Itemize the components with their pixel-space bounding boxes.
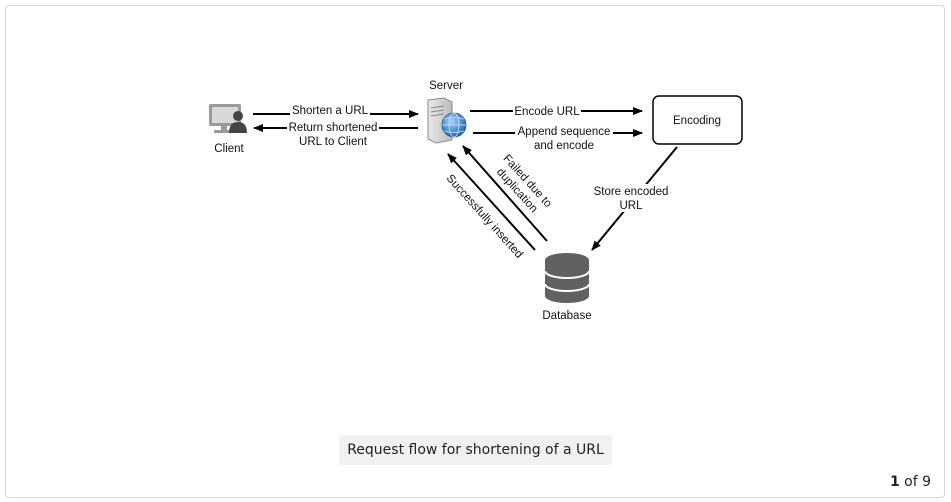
server-label: Server — [429, 80, 463, 92]
encode-url-label: Encode URL — [514, 106, 580, 118]
pager-total: of 9 — [904, 474, 931, 490]
shorten-url-label: Shorten a URL — [292, 105, 369, 117]
slide-frame — [5, 5, 945, 498]
append-sequence-label-line1: Append sequence — [518, 126, 611, 138]
pager-current: 1 — [889, 474, 900, 490]
database-icon — [544, 253, 590, 303]
client-icon — [209, 104, 247, 133]
failed-duplication-arrow — [462, 145, 548, 242]
return-url-label-line2: URL to Client — [299, 136, 368, 148]
store-encoded-label-line2: URL — [619, 200, 643, 212]
client-label: Client — [214, 143, 244, 155]
slide-caption: Request flow for shortening of a URL — [339, 435, 612, 465]
append-sequence-label-line2: and encode — [534, 140, 594, 152]
encoding-box — [652, 95, 743, 145]
slide-pager: 1 of 9 — [890, 474, 931, 490]
success-insert-arrow — [447, 153, 536, 251]
database-label: Database — [542, 310, 591, 322]
server-icon — [427, 97, 467, 144]
return-url-label-line1: Return shortened — [289, 122, 378, 134]
encoding-label: Encoding — [673, 115, 721, 127]
store-encoded-label-line1: Store encoded — [594, 186, 669, 198]
